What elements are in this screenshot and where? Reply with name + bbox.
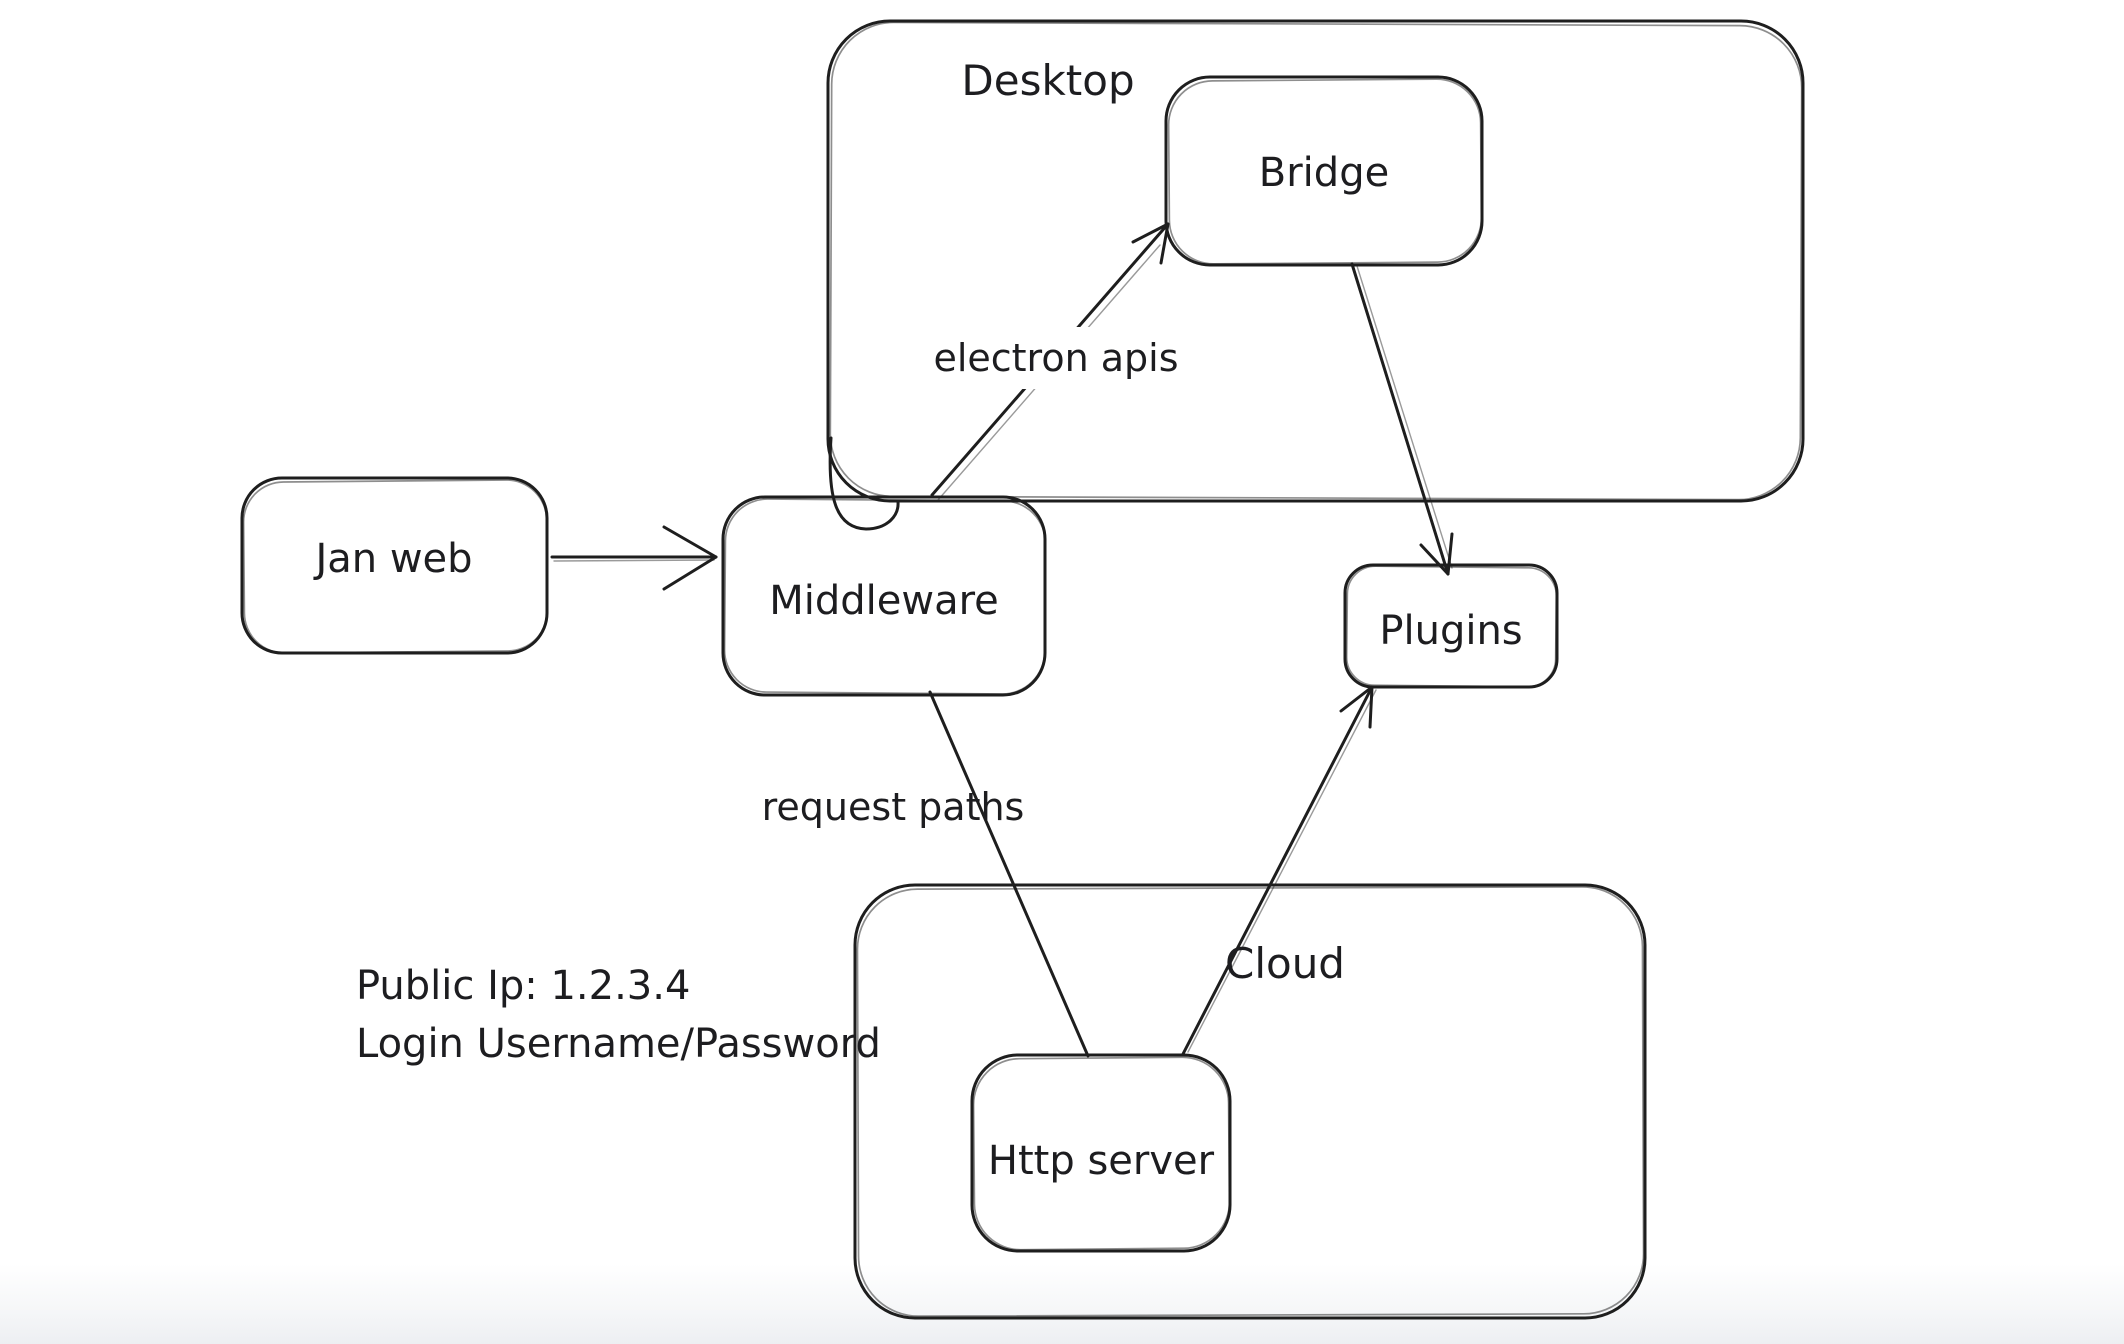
- cloud-container-sketch-stroke: [856, 885, 1645, 1318]
- plugins-box-sketch-stroke: [1345, 565, 1558, 688]
- jan-web-box-sketch-stroke: [242, 479, 549, 654]
- arrowhead-up-right-icon: [1339, 685, 1374, 729]
- arrowhead-down-icon: [1419, 532, 1454, 576]
- canvas-bottom-fade: [0, 1264, 2124, 1344]
- bridge-box-sketch-stroke: [1167, 78, 1483, 265]
- desktop-container-label: Desktop: [961, 56, 1134, 105]
- container-desktop[interactable]: Desktop: [826, 19, 1805, 531]
- plugins-label: Plugins: [1379, 608, 1522, 654]
- http-server-label: Http server: [988, 1138, 1215, 1184]
- node-jan-web[interactable]: Jan web: [240, 476, 549, 655]
- desktop-container-sketch-stroke: [829, 21, 1803, 501]
- cloud-container-box: [853, 883, 1647, 1320]
- plugins-box: [1343, 563, 1559, 689]
- annotation-credentials[interactable]: Public Ip: 1.2.3.4 Login Username/Passwo…: [356, 963, 881, 1067]
- edge-label-electron-apis[interactable]: electron apis: [921, 327, 1191, 389]
- electron-apis-label-bg: [921, 327, 1191, 389]
- arrow-line: [1350, 262, 1450, 576]
- connector-line: [928, 690, 1090, 1058]
- middleware-label: Middleware: [769, 578, 999, 624]
- node-plugins[interactable]: Plugins: [1343, 563, 1559, 689]
- arrow-http-server-to-plugins[interactable]: [1181, 685, 1377, 1056]
- node-http-server[interactable]: Http server: [970, 1053, 1232, 1253]
- request-paths-label: request paths: [762, 785, 1025, 829]
- cloud-container-label: Cloud: [1225, 939, 1345, 988]
- arrowhead-up-right-icon: [1131, 222, 1170, 265]
- desktop-corner-overshoot: [828, 436, 900, 531]
- node-middleware[interactable]: Middleware: [721, 495, 1047, 697]
- http-server-box-sketch-stroke: [972, 1056, 1231, 1251]
- jan-web-label: Jan web: [312, 536, 472, 582]
- arrow-line: [1181, 685, 1374, 1056]
- bridge-box: [1164, 75, 1484, 267]
- line-middleware-to-http-server[interactable]: [928, 690, 1090, 1058]
- arrow-bridge-to-plugins[interactable]: [1350, 262, 1454, 576]
- node-bridge[interactable]: Bridge: [1164, 75, 1484, 267]
- annotation-login: Login Username/Password: [356, 1021, 881, 1067]
- arrow-line-sketch: [1187, 689, 1377, 1053]
- arrowhead-right-icon: [662, 525, 718, 591]
- arrow-jan-web-to-middleware[interactable]: [550, 525, 718, 591]
- arrow-line-sketch: [1356, 265, 1453, 569]
- bridge-label: Bridge: [1259, 150, 1389, 196]
- http-server-box: [970, 1053, 1232, 1253]
- arrow-line-sketch: [553, 559, 715, 562]
- electron-apis-label: electron apis: [933, 336, 1178, 380]
- container-cloud[interactable]: [853, 883, 1647, 1320]
- desktop-container-box: [826, 19, 1805, 503]
- edge-label-request-paths[interactable]: request paths: [762, 785, 1025, 829]
- annotation-public-ip: Public Ip: 1.2.3.4: [356, 963, 690, 1009]
